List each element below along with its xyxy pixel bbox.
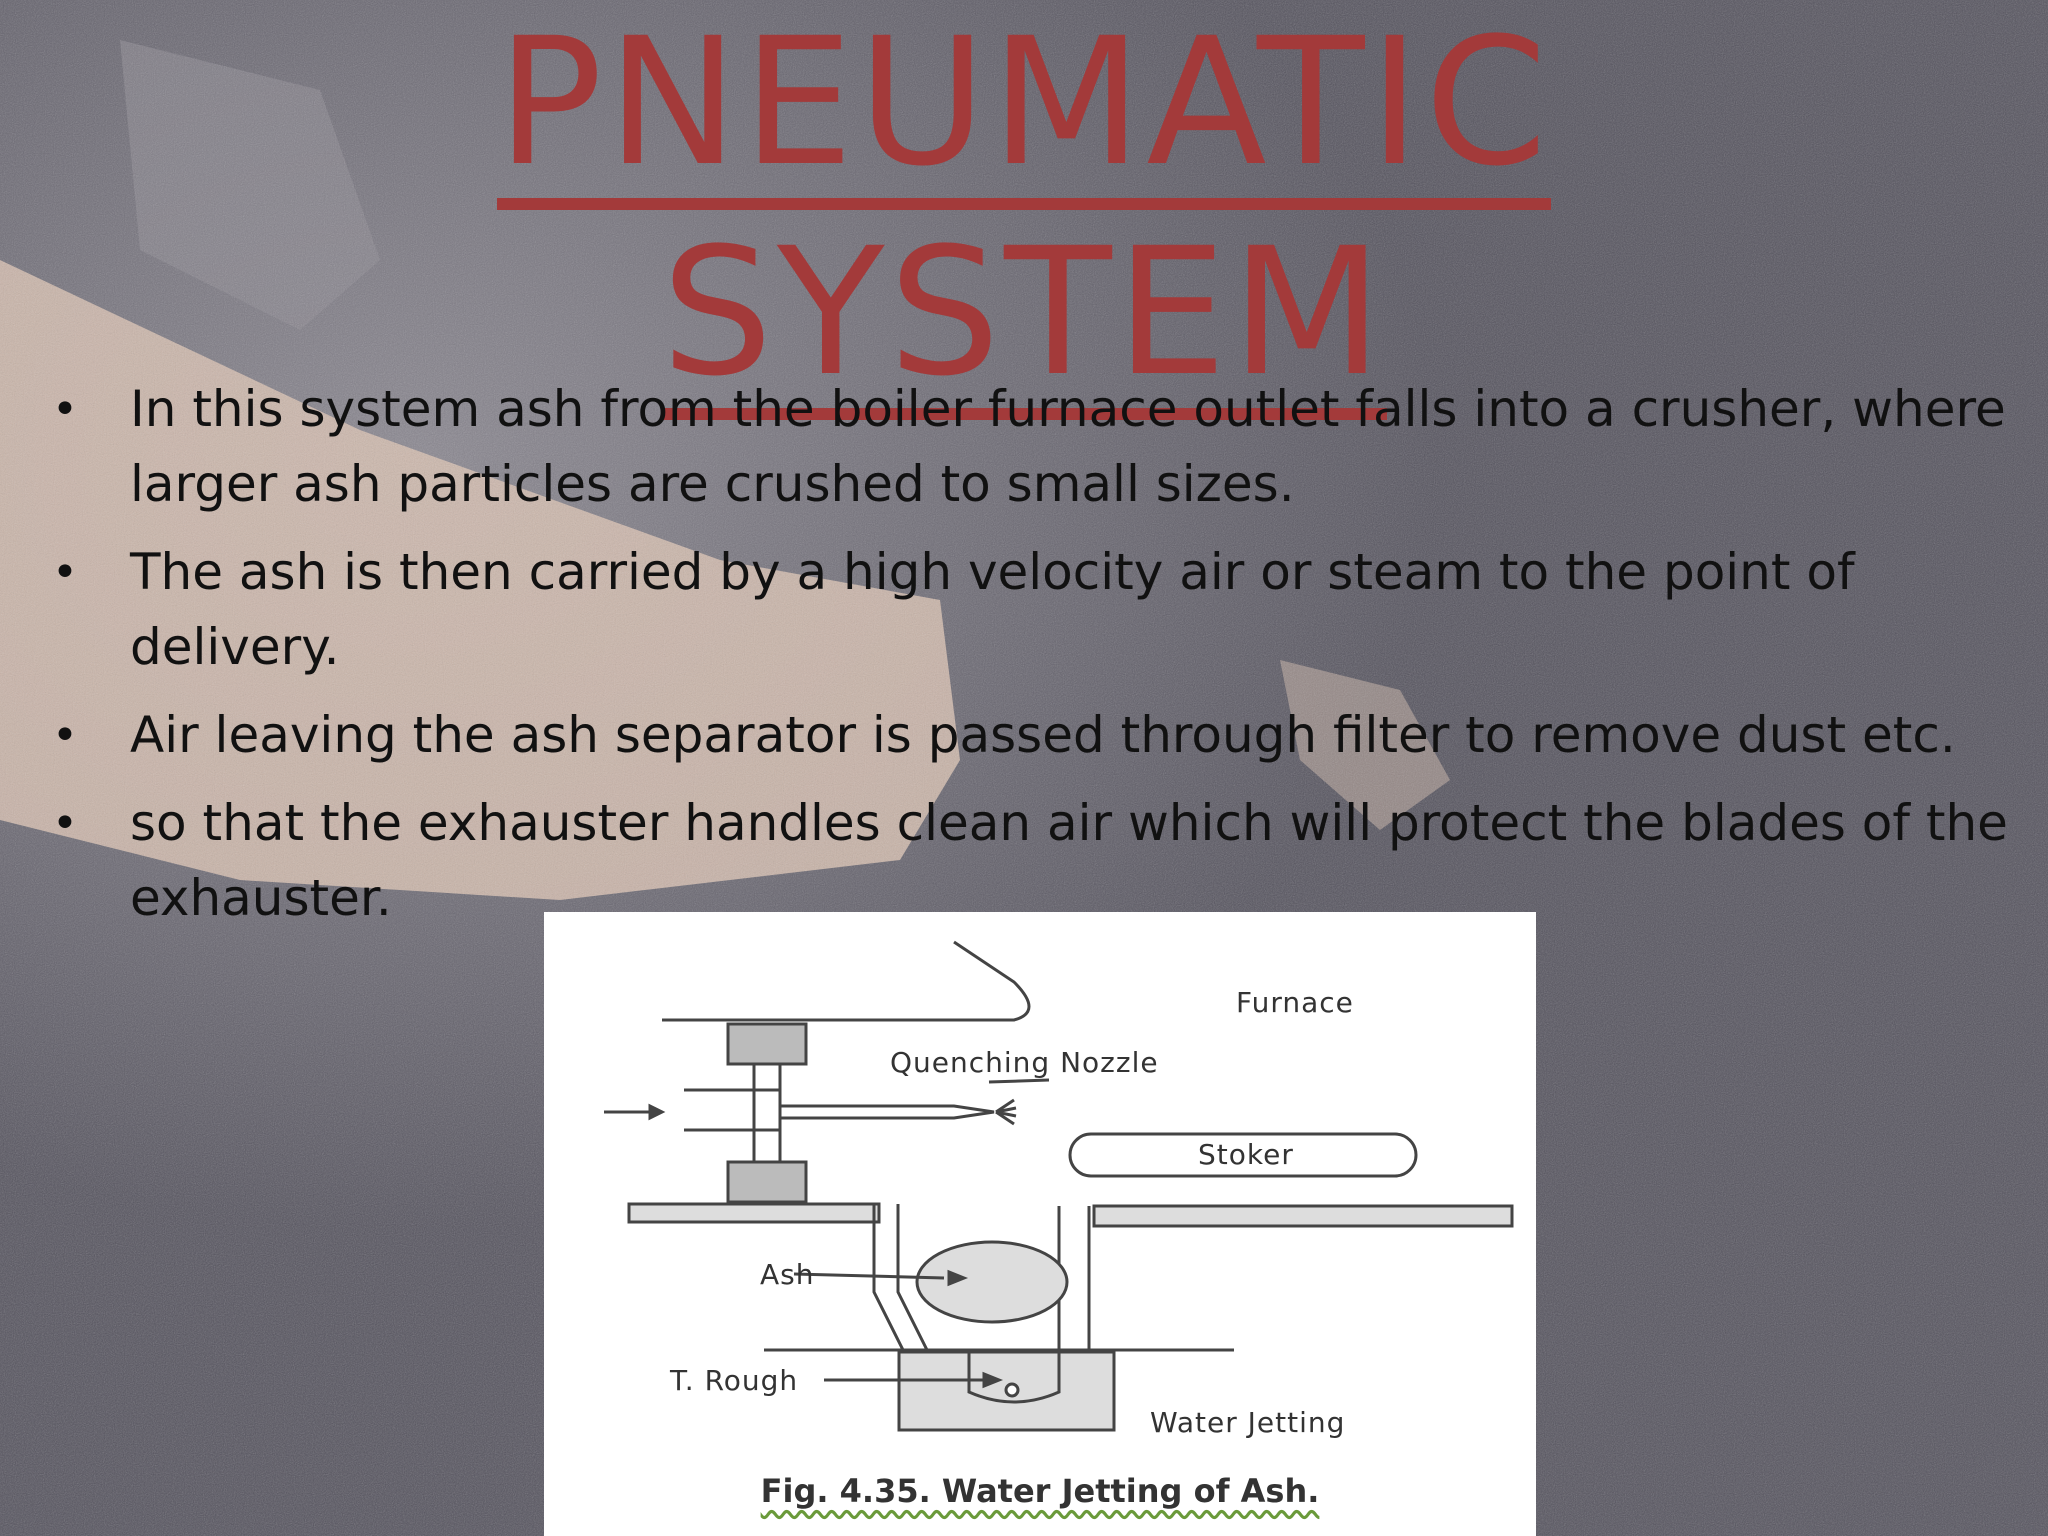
bullet-item: • In this system ash from the boiler furn…	[40, 372, 2020, 522]
bullet-item: • so that the exhauster handles clean air…	[40, 786, 2020, 936]
bullet-item: • Air leaving the ash separator is passed…	[40, 698, 2020, 773]
label-quenching-nozzle: Quenching Nozzle	[890, 1046, 1159, 1079]
title-line-1: PNEUMATIC	[496, 8, 1552, 210]
bullet-dot-icon: •	[52, 547, 78, 598]
label-water-jetting: Water Jetting	[1150, 1406, 1346, 1439]
label-trough: T. Rough	[670, 1364, 799, 1397]
label-ash: Ash	[760, 1258, 815, 1291]
bullet-text: so that the exhauster handles clean air …	[130, 794, 2008, 927]
bullet-dot-icon: •	[52, 384, 78, 435]
bullet-dot-icon: •	[52, 798, 78, 849]
slide-title: PNEUMATIC SYSTEM	[0, 0, 2048, 420]
figure-caption: Fig. 4.35. Water Jetting of Ash.	[760, 1472, 1320, 1510]
bullet-item: • The ash is then carried by a high veloc…	[40, 535, 2020, 685]
water-jetting-diagram: Furnace Quenching Nozzle Stoker Ash T. R…	[544, 912, 1536, 1536]
bullet-text: The ash is then carried by a high veloci…	[130, 543, 1855, 676]
label-furnace: Furnace	[1236, 986, 1354, 1019]
bullet-dot-icon: •	[52, 710, 78, 761]
bullet-text: In this system ash from the boiler furna…	[130, 380, 2006, 513]
bullet-list: • In this system ash from the boiler furn…	[40, 372, 2020, 949]
bullet-text: Air leaving the ash separator is passed …	[130, 706, 1956, 764]
title-line-2: SYSTEM	[661, 218, 1387, 420]
diagram-drawing	[604, 940, 1514, 1432]
label-stoker: Stoker	[1198, 1138, 1294, 1171]
